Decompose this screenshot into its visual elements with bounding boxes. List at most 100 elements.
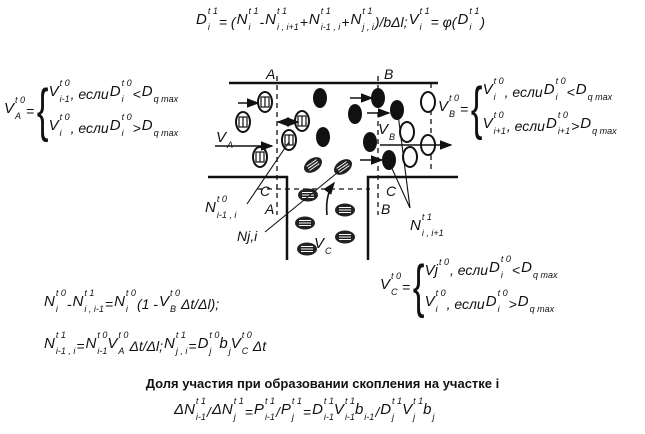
formula-text: < — [566, 84, 575, 100]
formula-text: )/bΔl; — [374, 14, 408, 30]
formula-text: = — [104, 296, 114, 312]
formula-text: > — [508, 296, 517, 312]
section-B-lower-label: B — [381, 201, 391, 217]
car-striped-icon — [298, 188, 318, 202]
section-C-right-label: C — [386, 183, 397, 199]
formula-text: Δt/Δl); — [180, 296, 220, 312]
formula-text: / — [375, 404, 380, 420]
car-grid-icon — [235, 111, 251, 133]
formula-text: = — [460, 101, 469, 117]
formula-text: = — [302, 404, 312, 420]
arrow-VC-icon — [323, 181, 335, 216]
car-black-icon — [313, 88, 327, 108]
car-black-icon — [390, 100, 404, 120]
section-B-label: B — [384, 66, 394, 82]
formula-text: = — [26, 103, 35, 119]
car-black-icon — [382, 150, 396, 170]
formula-text: - — [66, 296, 72, 312]
car-white-icon — [399, 121, 415, 143]
formula-text: , если — [504, 84, 543, 100]
formula-text: ) — [480, 14, 485, 30]
brace-icon: { — [471, 76, 483, 141]
formula-text: = — [188, 338, 197, 354]
section-A-label: A — [266, 66, 276, 82]
formula-text: (1 - — [136, 296, 158, 312]
formula-text: = — [244, 404, 253, 420]
car-striped-icon — [335, 230, 355, 244]
side-road-left-edge — [208, 175, 289, 260]
formula-text: , если — [446, 296, 485, 312]
car-striped-icon — [333, 159, 353, 175]
car-black-icon — [371, 88, 385, 108]
car-grid-icon — [294, 110, 310, 132]
side-road-right-edge — [366, 175, 458, 260]
road-edges — [208, 81, 458, 260]
car-grid-icon — [257, 91, 273, 113]
section-A-lower-label: A — [265, 201, 275, 217]
formula-text: Δt — [252, 338, 267, 354]
formula-text: , если — [70, 86, 109, 102]
car-grid-icon — [252, 146, 268, 168]
formula-text: / — [275, 404, 280, 420]
section-C-left-label: C — [260, 183, 271, 199]
formula-text: < — [132, 86, 141, 102]
car-striped-icon — [297, 242, 317, 256]
formula-text: = ( — [218, 14, 236, 30]
car-grid-icon — [281, 129, 297, 151]
formula-text: = φ( — [430, 14, 457, 30]
formula-text: + — [341, 14, 350, 30]
